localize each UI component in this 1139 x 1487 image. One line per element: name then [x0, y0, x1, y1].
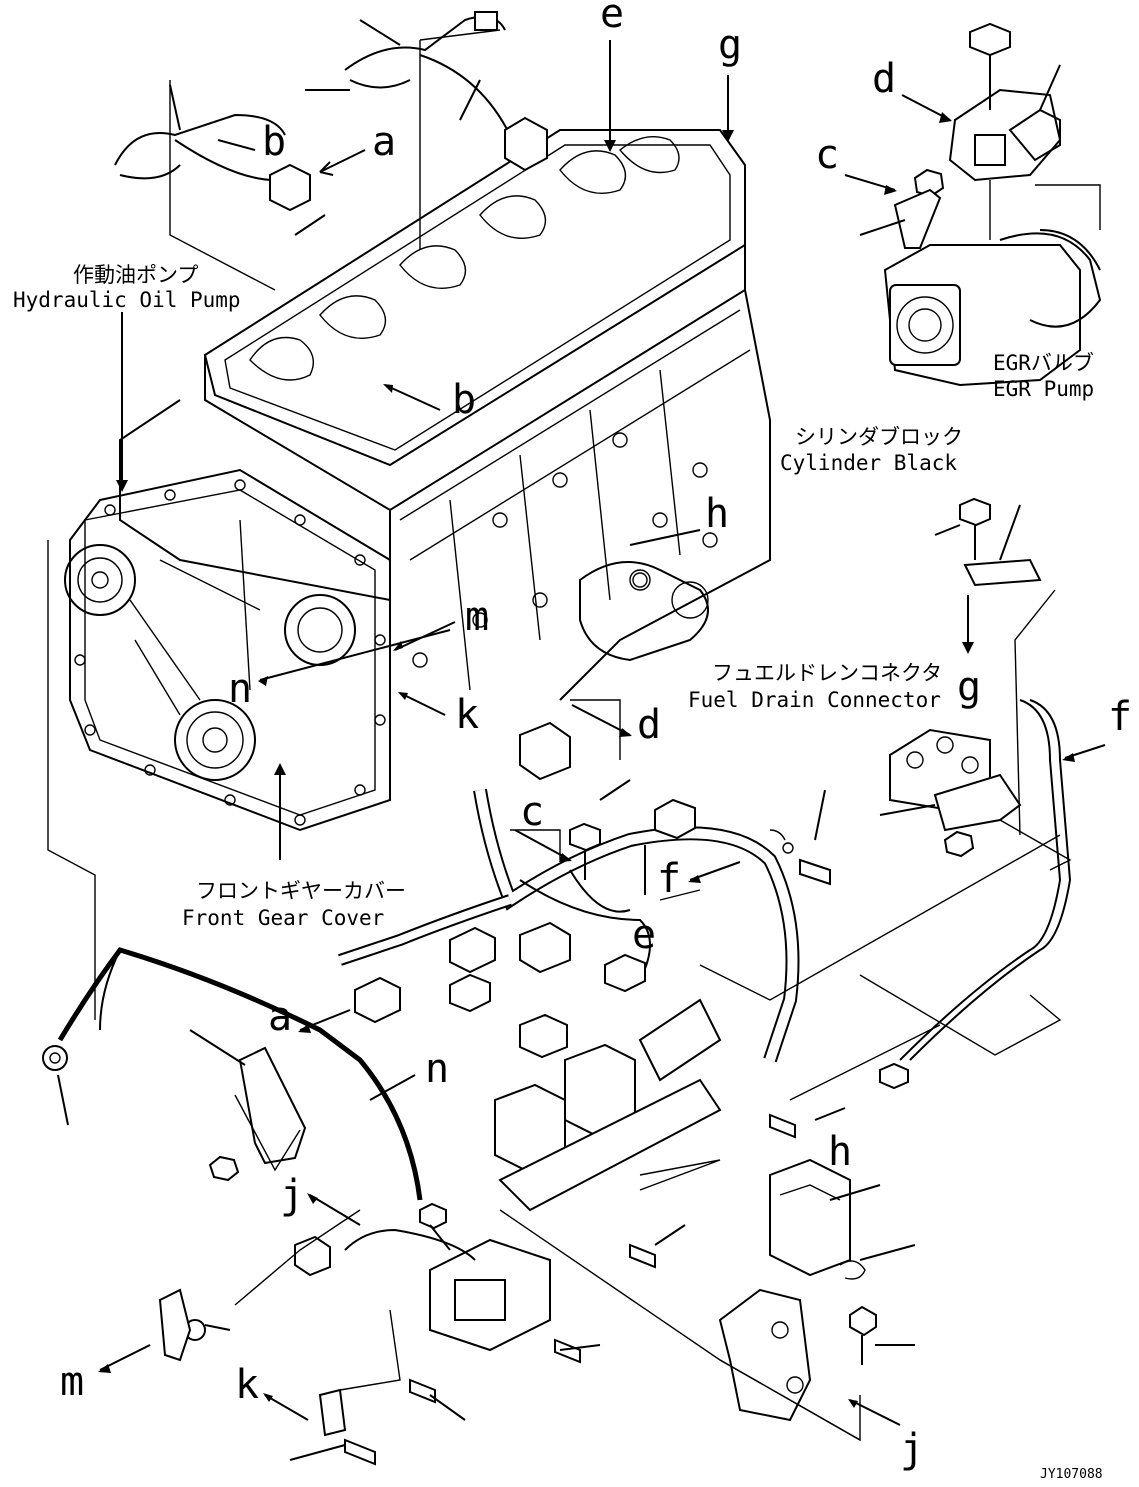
callout-letters: a b e g d c b h m n k d g f c f e a n h …: [60, 0, 1132, 1472]
egr-valve-en: EGR Pump: [993, 377, 1094, 401]
callout-c-egr: c: [815, 132, 839, 178]
callout-d-egr: d: [872, 56, 896, 102]
callout-c-harness: c: [520, 789, 544, 835]
engine-block-drawing: [64, 129, 771, 832]
callout-n-cover: n: [228, 666, 252, 712]
component-captions: 作動油ポンプ Hydraulic Oil Pump EGRバルブ EGR Pum…: [13, 263, 1094, 930]
fuel-drain-connector-jp: フュエルドレンコネクタ: [712, 661, 942, 685]
callout-f-harness: f: [657, 856, 681, 902]
callout-e-top: e: [600, 0, 624, 37]
hydraulic-oil-pump-jp: 作動油ポンプ: [73, 263, 198, 287]
cylinder-block-jp: シリンダブロック: [795, 425, 963, 449]
fuel-drain-connector-en: Fuel Drain Connector: [688, 688, 941, 712]
callout-arrows: [57, 19, 1106, 1461]
callout-h-ecu: h: [828, 1129, 852, 1175]
lower-components: [158, 497, 1072, 1466]
callout-m-lower: m: [60, 1359, 84, 1405]
callout-k-lower: k: [235, 1362, 259, 1408]
callout-m-cover: m: [465, 594, 489, 640]
callout-f-tube: f: [1108, 694, 1132, 740]
callout-b-upper: b: [262, 119, 286, 165]
callout-j-left: j: [280, 1172, 304, 1218]
callout-g-bracket: g: [957, 664, 981, 710]
callout-d-harness: d: [637, 702, 661, 748]
callout-b-head: b: [452, 377, 476, 423]
egr-valve-drawing: [883, 22, 1102, 387]
upper-sensor-harness: [114, 11, 548, 212]
front-gear-cover-jp: フロントギヤーカバー: [196, 879, 406, 903]
cylinder-block-en: Cylinder Black: [780, 451, 957, 475]
main-wiring-harness: [42, 721, 800, 1201]
callout-j-right: j: [900, 1426, 924, 1472]
callout-e-harness: e: [632, 912, 656, 958]
figure-code: JY107088: [1040, 1467, 1103, 1482]
assembly-lines: [47, 29, 1072, 1442]
hydraulic-oil-pump-en: Hydraulic Oil Pump: [13, 288, 241, 312]
callout-k-cover: k: [455, 692, 479, 738]
egr-valve-jp: EGRバルブ: [993, 351, 1094, 375]
callout-n-harness: n: [425, 1046, 449, 1092]
callout-a-harness: a: [268, 994, 292, 1040]
callout-a-upper: a: [372, 119, 396, 165]
callout-h-block: h: [705, 491, 729, 537]
front-gear-cover-en: Front Gear Cover: [182, 906, 384, 930]
callout-g-top: g: [718, 22, 742, 68]
